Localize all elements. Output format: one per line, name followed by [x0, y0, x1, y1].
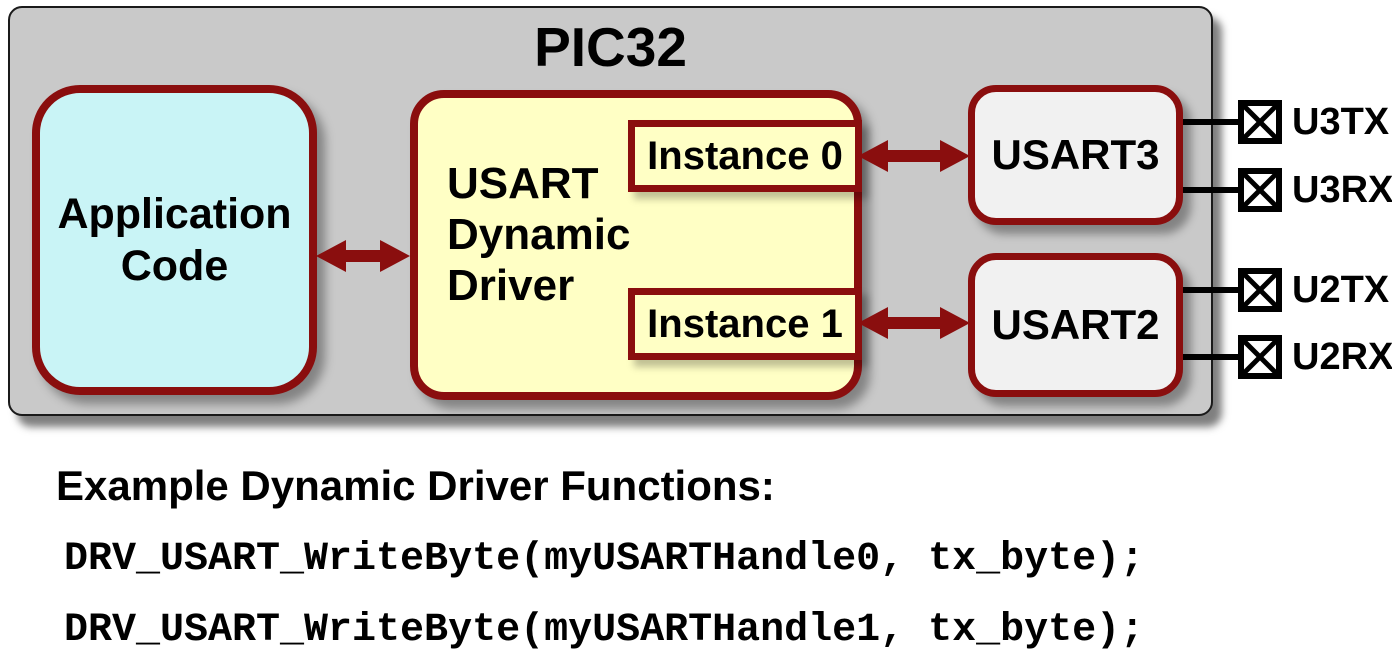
instance-0-block: Instance 0 [628, 120, 862, 192]
usart3-block: USART3 [968, 85, 1183, 225]
instance-0-label: Instance 0 [647, 133, 843, 178]
application-code-block: Application Code [32, 85, 317, 395]
u2rx-pin-crossbox-icon [1238, 335, 1282, 379]
application-code-label: Application Code [57, 190, 292, 290]
u3tx-pin-wire [1183, 119, 1240, 125]
u2rx-pin-wire [1183, 354, 1240, 360]
u3rx-pin-label: U3RX [1292, 169, 1392, 211]
instance1-to-usart2-arrow-icon [858, 306, 970, 340]
code-example-line-2: DRV_USART_WriteByte(myUSARTHandle1, tx_b… [64, 608, 1145, 653]
caption-heading: Example Dynamic Driver Functions: [56, 462, 775, 509]
code-example-line-1: DRV_USART_WriteByte(myUSARTHandle0, tx_b… [64, 537, 1145, 582]
u3tx-pin-label: U3TX [1292, 101, 1390, 143]
app-to-driver-arrow-icon [316, 239, 410, 273]
usart-dynamic-driver-label: USART Dynamic Driver [447, 159, 631, 310]
u2tx-pin-crossbox-icon [1238, 268, 1282, 312]
usart2-block: USART2 [968, 253, 1183, 397]
u2tx-pin-label: U2TX [1292, 269, 1390, 311]
usart2-label: USART2 [991, 301, 1160, 348]
u3rx-pin-wire [1183, 187, 1240, 193]
usart3-label: USART3 [991, 131, 1160, 178]
u3rx-pin-crossbox-icon [1238, 168, 1282, 212]
instance-1-block: Instance 1 [628, 288, 862, 360]
u2tx-pin-wire [1183, 287, 1240, 293]
u2rx-pin-label: U2RX [1292, 336, 1392, 378]
instance-1-label: Instance 1 [647, 301, 843, 346]
instance0-to-usart3-arrow-icon [858, 139, 970, 173]
chip-title: PIC32 [534, 16, 687, 78]
u3tx-pin-crossbox-icon [1238, 100, 1282, 144]
